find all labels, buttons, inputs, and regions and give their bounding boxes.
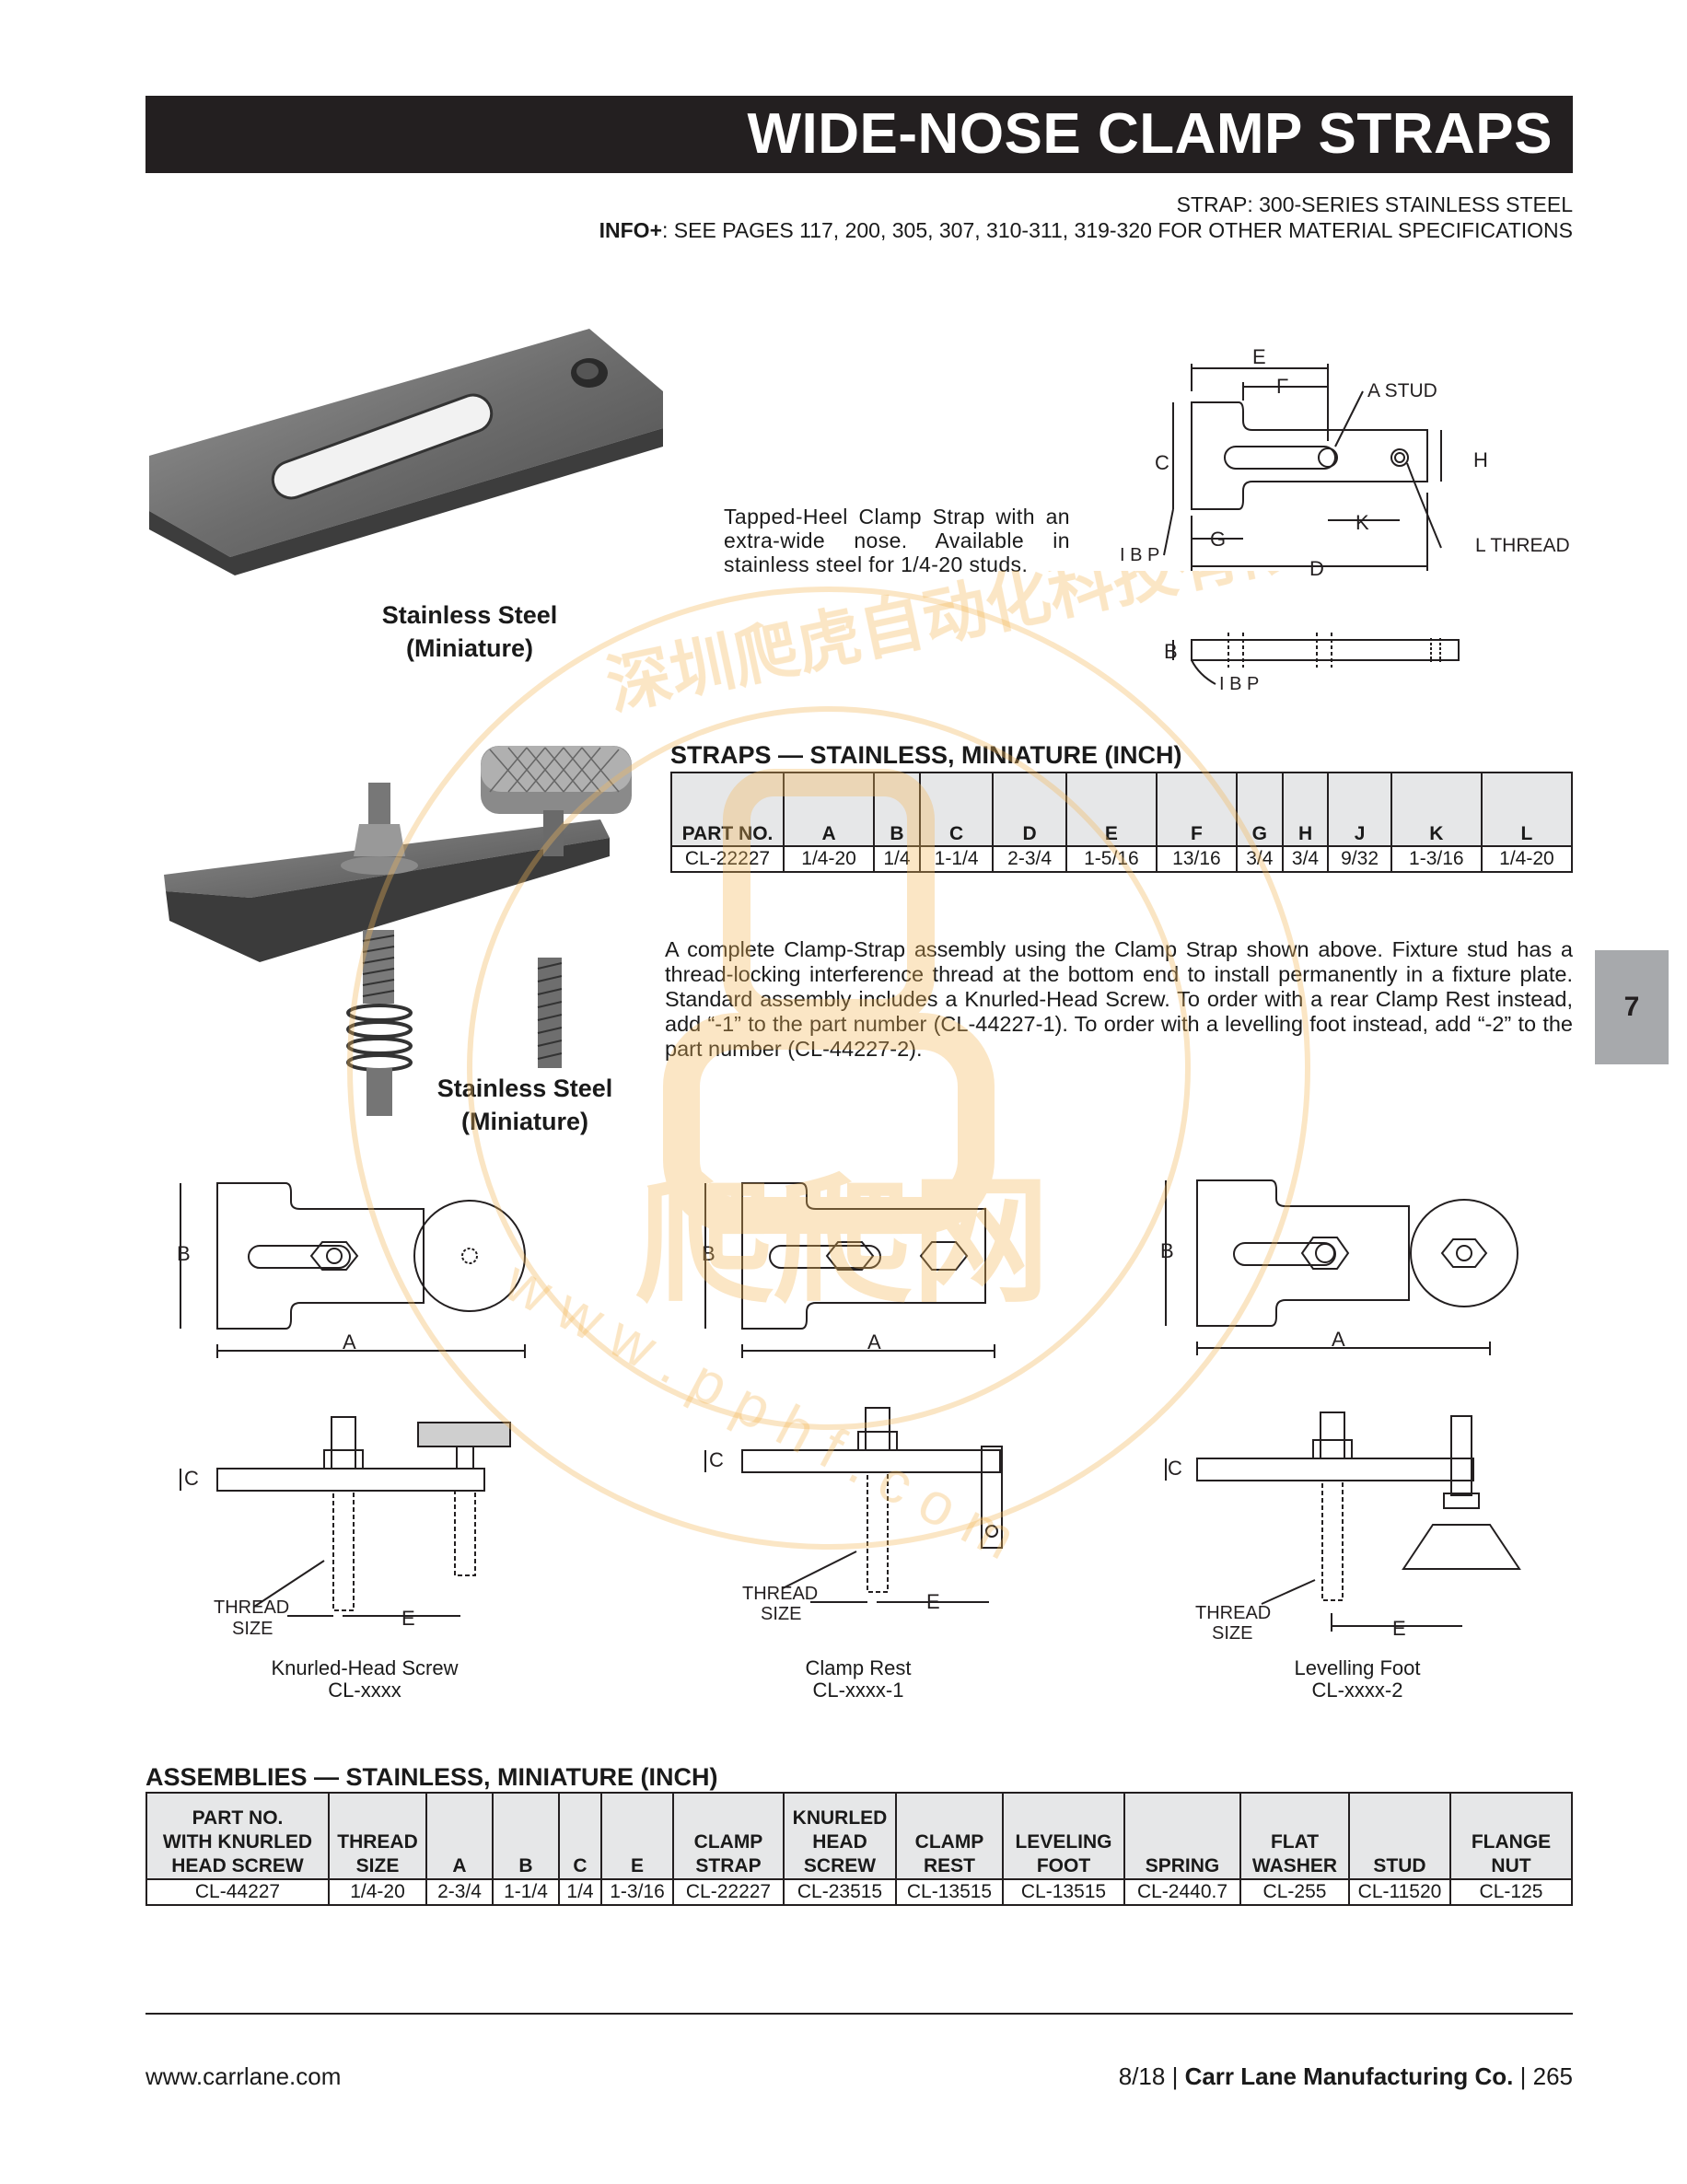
straps-table-header: PART NO. A B C D E F G H J K L [670,772,1574,847]
footer-sep-1: | [1171,2062,1185,2090]
clamp-rest-label-thread: THREAD [742,1584,818,1604]
footer-company: Carr Lane Manufacturing Co. [1184,2062,1514,2090]
info-label: INFO+ [599,218,662,242]
side-label-b: B [1164,640,1178,663]
dim-label-h: H [1473,448,1488,471]
footer-info: 8/18 | Carr Lane Manufacturing Co. | 265 [1119,2062,1573,2091]
info-text: : SEE PAGES 117, 200, 305, 307, 310-311,… [662,218,1573,242]
assembly-diagram-clamp-rest: B A C E THREAD SIZE [702,1182,1003,1624]
strap-dimension-diagram: E F A STUD C H K I B P G D L THREAD B I … [1120,345,1570,694]
knurled-label-c: C [184,1467,199,1490]
footer-date: 8/18 [1118,2062,1166,2090]
section-tab[interactable]: 7 [1595,950,1669,1064]
spec-strap-line: STRAP: 300-SERIES STAINLESS STEEL [1176,192,1573,216]
th-c: C [558,1792,602,1880]
clamp-rest-label-c: C [709,1448,724,1471]
th-e: E [600,1792,674,1880]
caption-levelling-foot: Levelling Foot CL-xxxx-2 [1294,1656,1421,1702]
dim-label-c: C [1155,451,1169,474]
spec-block: STRAP: 300-SERIES STAINLESS STEEL INFO+:… [599,192,1573,243]
foot-label-e: E [1392,1617,1406,1640]
straps-table: PART NO. A B C D E F G H J K L CL-22227 … [670,772,1574,873]
foot-label-size: SIZE [1212,1623,1252,1644]
knurled-label-b: B [177,1242,191,1265]
clamp-rest-label-a: A [867,1330,881,1353]
footer-page-number: 265 [1532,2062,1573,2090]
dim-label-d: D [1309,557,1324,580]
caption-knurled: Knurled-Head Screw CL-xxxx [271,1656,459,1702]
knurled-label-a: A [343,1330,356,1353]
dim-label-a-stud: A STUD [1367,380,1437,401]
assembly-description: A complete Clamp-Strap assembly using th… [665,937,1573,1061]
th-a: A [425,1792,494,1880]
clamp-rest-label-e: E [926,1590,940,1613]
watermark-bom: BOM [774,882,877,931]
foot-label-c: C [1168,1457,1182,1480]
dim-label-l-thread: L THREAD [1475,535,1570,556]
dim-label-ibp: I B P [1120,545,1159,565]
th-part-no: PART NO. [670,772,785,847]
side-label-ibp: I B P [1219,674,1259,694]
foot-label-thread: THREAD [1195,1603,1271,1623]
dim-label-k: K [1355,511,1369,534]
dim-label-g: G [1210,528,1226,551]
straps-table-heading: STRAPS — STAINLESS, MINIATURE (INCH) [670,741,1182,769]
th-spring: SPRING [1123,1792,1241,1880]
strap-description: Tapped-Heel Clamp Strap with an extra-wi… [724,505,1070,576]
th-stud: STUD [1348,1792,1451,1880]
photo2-label: Stainless Steel (Miniature) [436,1075,613,1135]
knurled-label-thread: THREAD [214,1597,289,1618]
page-title: WIDE-NOSE CLAMP STRAPS [145,96,1573,173]
assembly-diagram-levelling-foot: B A C E THREAD SIZE [1160,1179,1521,1644]
strap-photo [149,329,663,575]
table-row: CL-44227 1/4-20 2-3/4 1-1/4 1/4 1-3/16 C… [145,1878,1573,1906]
assembly-diagram-knurled: B A C E THREAD SIZE [177,1182,526,1634]
dim-label-e: E [1252,345,1266,368]
assemblies-table-heading: ASSEMBLIES — STAINLESS, MINIATURE (INCH) [145,1763,718,1791]
dim-label-f: F [1276,375,1288,398]
caption-clamp-rest: Clamp Rest CL-xxxx-1 [805,1656,912,1702]
table-row: CL-22227 1/4-20 1/4 1-1/4 2-3/4 1-5/16 1… [670,845,1574,873]
clamp-rest-label-b: B [702,1242,716,1265]
foot-label-b: B [1160,1239,1174,1262]
knurled-label-e: E [401,1607,415,1630]
clamp-rest-label-size: SIZE [761,1604,801,1624]
footer-divider [145,2013,1573,2015]
foot-label-a: A [1332,1328,1345,1351]
spec-info-line: INFO+: SEE PAGES 117, 200, 305, 307, 310… [599,217,1573,243]
photo1-label: Stainless Steel (Miniature) [381,601,558,662]
th-b: B [492,1792,560,1880]
assembly-photo [164,746,632,1116]
footer-sep-2: | [1519,2062,1533,2090]
knurled-label-size: SIZE [232,1619,273,1634]
footer-website[interactable]: www.carrlane.com [145,2062,342,2090]
